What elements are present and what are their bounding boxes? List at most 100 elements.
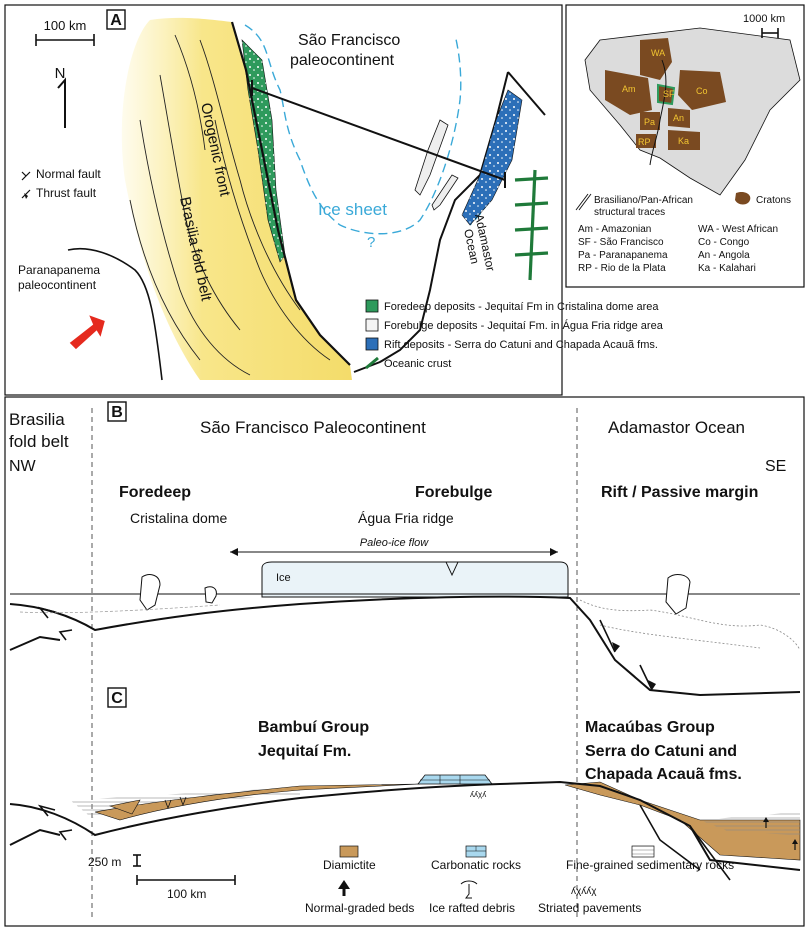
scale-label-a: 100 km <box>44 18 87 33</box>
bedrock-profile-c <box>9 780 801 871</box>
adamastor-ocean-label: Adamastor Ocean <box>608 418 745 437</box>
foredeep-label: Foredeep <box>119 484 191 501</box>
iceberg-1 <box>139 574 161 611</box>
label-an: An <box>673 113 684 123</box>
bambui-label: Bambuí Group <box>258 719 369 736</box>
parana-label-2: paleocontinent <box>18 278 97 292</box>
ice-flow-label: Paleo-ice flow <box>360 537 430 549</box>
north-arrow <box>57 77 66 128</box>
orogenic-front-line <box>230 21 351 366</box>
key-am: Am - Amazonian <box>578 224 651 235</box>
craton-wa <box>640 38 672 80</box>
legend-striated-icon: ʎχʎʎχ <box>571 886 597 897</box>
craton-ka <box>668 130 700 150</box>
gondwana-outline <box>584 27 801 196</box>
forebulge-label: Forebulge <box>415 484 492 501</box>
hscale-label: 100 km <box>167 887 206 901</box>
parana-label-1: Paranapanema <box>18 263 100 277</box>
forebulge-lens <box>414 119 449 196</box>
label-co: Co <box>696 86 708 96</box>
cristalina-label: Cristalina dome <box>130 510 227 526</box>
label-sf: SF <box>663 89 675 99</box>
sf-label-2: paleocontinent <box>290 52 395 69</box>
belt-thrusts <box>129 34 331 376</box>
iceberg-3 <box>665 574 691 615</box>
legend-normal-fault: Normal fault <box>36 167 101 181</box>
legend-graded-label: Normal-graded beds <box>305 901 414 915</box>
brasilia-label-1: Brasilia <box>9 410 65 429</box>
legend-ird-label: Ice rafted debris <box>429 901 515 915</box>
legend-cratons: Cratons <box>756 195 791 206</box>
ice-sheet-body <box>261 561 569 598</box>
ice-sheet-label: Ice sheet <box>318 200 387 219</box>
macaubas-label: Macaúbas Group <box>585 719 715 736</box>
legend-fine-label: Fine-grained sedimentary rocks <box>566 858 734 872</box>
legend-traces-2: structural traces <box>594 207 665 218</box>
label-wa: WA <box>651 48 665 58</box>
key-sf: SF - São Francisco <box>578 237 664 248</box>
legend-forebulge-label: Forebulge deposits - Jequitaí Fm. in Águ… <box>384 319 664 332</box>
sf-paleocontinent-label: São Francisco Paleocontinent <box>200 418 426 437</box>
legend-diamictite-swatch <box>339 845 359 858</box>
legend-carbonatic-label: Carbonatic rocks <box>431 858 521 872</box>
inset-scale-label: 1000 km <box>743 13 785 25</box>
key-pa: Pa - Paranapanema <box>578 250 668 261</box>
key-rp: RP - Rio de la Plata <box>578 263 666 274</box>
key-ka: Ka - Kalahari <box>698 263 756 274</box>
panel-b: B Brasilia fold belt São Francisco Paleo… <box>9 401 801 918</box>
serra-label-1: Serra do Catuni and <box>585 743 737 760</box>
craton-an <box>668 108 690 128</box>
legend-graded-icon <box>338 880 350 889</box>
legend-foredeep-swatch <box>365 299 379 313</box>
craton-rp <box>636 134 656 148</box>
oceanic-crust <box>514 169 549 281</box>
legend-foredeep-label: Foredeep deposits - Jequitaí Fm in Crist… <box>384 301 659 313</box>
panel-c: C Bambuí Group Jequitaí Fm. Macaúbas Gro… <box>9 687 801 915</box>
legend-traces-1: Brasiliano/Pan-African <box>594 195 693 206</box>
panel-a: A 100 km N São Francisco paleocontinent … <box>18 9 664 381</box>
panel-b-letter: B <box>111 404 123 421</box>
craton-co <box>678 70 726 110</box>
label-rp: RP <box>638 137 651 147</box>
legend-oceanic-label: Oceanic crust <box>384 358 451 370</box>
panel-c-letter-box <box>107 687 127 708</box>
traces-legend-icon <box>575 193 589 211</box>
key-co: Co - Congo <box>698 237 750 248</box>
inset-map: 1000 km WA Am SF Co An Pa RP Ka Brasilia… <box>575 13 801 274</box>
vscale-label: 250 m <box>88 855 121 869</box>
legend-ird-icon <box>460 880 478 885</box>
se-label: SE <box>765 458 786 475</box>
section-line <box>251 87 506 181</box>
thrust-fault-icon <box>21 189 31 199</box>
label-ka: Ka <box>678 136 689 146</box>
rift-label: Rift / Passive margin <box>601 484 758 501</box>
legend-rift-swatch <box>365 337 379 351</box>
nw-label: NW <box>9 458 37 475</box>
red-arrow <box>69 315 105 350</box>
sf-label-1: São Francisco <box>298 32 400 49</box>
legend-diamictite-label: Diamictite <box>323 858 376 872</box>
serra-label-2: Chapada Acauã fms. <box>585 766 742 783</box>
panel-c-letter: C <box>111 690 123 707</box>
key-wa: WA - West African <box>698 224 778 235</box>
iceberg-2 <box>204 586 217 604</box>
craton-sf <box>657 83 676 106</box>
legend-forebulge-swatch <box>365 318 379 332</box>
legend-thrust-fault: Thrust fault <box>36 186 97 200</box>
agua-fria-label: Água Fria ridge <box>358 510 454 526</box>
label-am: Am <box>622 84 636 94</box>
ice-question-mark: ? <box>367 234 375 251</box>
legend-fine-swatch <box>631 845 655 858</box>
jequitai-label: Jequitaí Fm. <box>258 743 351 760</box>
ice-sheet-outline <box>244 24 462 235</box>
north-label: N <box>55 65 66 82</box>
brasilia-label-2: fold belt <box>9 432 69 451</box>
bedrock-profile-b <box>9 595 801 697</box>
legend-striated-label: Striated pavements <box>538 901 641 915</box>
key-an: An - Angola <box>698 250 750 261</box>
label-pa: Pa <box>644 117 655 127</box>
structural-traces <box>649 59 667 166</box>
panel-a-letter-box <box>106 9 126 30</box>
legend-oceanic-icon <box>365 356 379 370</box>
